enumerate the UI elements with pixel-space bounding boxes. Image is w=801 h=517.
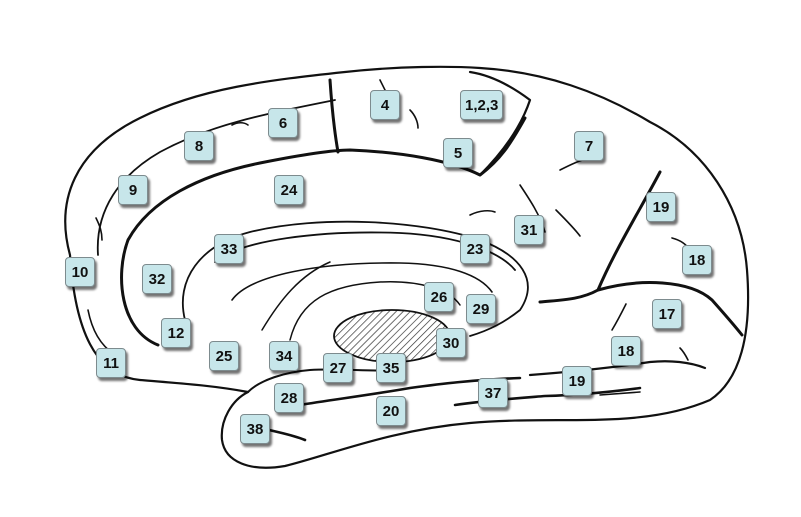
- area-label-18-lower: 18: [611, 336, 641, 366]
- callosal-sulcus: [181, 220, 529, 337]
- area-label-18-upper: 18: [682, 245, 712, 275]
- area-label-11: 11: [96, 348, 126, 378]
- area-label-33: 33: [214, 234, 244, 264]
- paracentral-sulcus: [328, 78, 340, 154]
- area-label-6: 6: [268, 108, 298, 138]
- area-label-17: 17: [652, 299, 682, 329]
- corpus-callosum-inner: [231, 262, 493, 301]
- area-label-38: 38: [240, 414, 270, 444]
- central-sulcus-top: [468, 70, 532, 177]
- area-label-34: 34: [269, 341, 299, 371]
- area-label-9: 9: [118, 175, 148, 205]
- calcarine-sulcus: [596, 281, 744, 337]
- area-label-31: 31: [514, 215, 544, 245]
- area-label-23: 23: [460, 234, 490, 264]
- minor-sulcus-12: [611, 303, 627, 331]
- area-label-28: 28: [274, 383, 304, 413]
- minor-sulcus-13: [679, 347, 689, 361]
- area-label-25: 25: [209, 341, 239, 371]
- area-label-5: 5: [443, 138, 473, 168]
- area-label-30: 30: [436, 328, 466, 358]
- fornix-column: [261, 261, 331, 331]
- area-label-4: 4: [370, 90, 400, 120]
- minor-sulcus-14: [599, 391, 641, 396]
- area-label-20: 20: [376, 396, 406, 426]
- area-label-7: 7: [574, 131, 604, 161]
- area-label-19-parietal: 19: [646, 192, 676, 222]
- area-label-8: 8: [184, 131, 214, 161]
- area-label-12: 12: [161, 318, 191, 348]
- area-label-27: 27: [323, 353, 353, 383]
- area-label-32: 32: [142, 264, 172, 294]
- minor-sulcus-9: [95, 217, 103, 241]
- minor-sulcus-8: [555, 209, 581, 237]
- parieto-occipital-sulcus: [538, 170, 662, 304]
- minor-sulcus-7: [469, 209, 496, 216]
- area-label-37: 37: [478, 378, 508, 408]
- minor-sulcus-4: [409, 109, 419, 129]
- minor-sulcus-1: [231, 121, 249, 126]
- area-label-1-2-3: 1,2,3: [460, 90, 504, 120]
- area-label-19-temporal: 19: [562, 366, 592, 396]
- area-label-26: 26: [424, 282, 454, 312]
- calcarine-branch: [528, 360, 707, 377]
- area-label-35: 35: [376, 353, 406, 383]
- area-label-24: 24: [274, 175, 304, 205]
- area-label-29: 29: [466, 294, 496, 324]
- corpus-callosum-top: [214, 231, 516, 271]
- temporal-lobe-outline: [247, 368, 401, 393]
- area-label-10: 10: [65, 257, 95, 287]
